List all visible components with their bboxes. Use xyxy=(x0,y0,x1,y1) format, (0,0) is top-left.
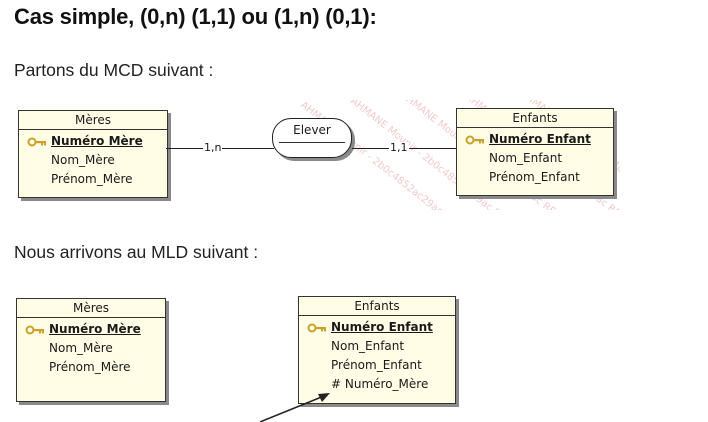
mcd-entity-enfants: Enfants Numéro Enfant Nom_Enfant Prénom_… xyxy=(456,108,614,196)
relation-divider xyxy=(279,142,345,143)
mld-meres-attr: Prénom_Mère xyxy=(49,360,131,374)
mcd-enfants-key: Numéro Enfant xyxy=(489,132,591,146)
mcd-enfants-attr: Nom_Enfant xyxy=(489,151,563,165)
mcd-enfants-key-row: Numéro Enfant xyxy=(463,130,607,149)
mld-enfants-key-row: Numéro Enfant xyxy=(305,318,449,337)
mld-enfants-foreign-key: # Numéro_Mère xyxy=(331,377,429,391)
mcd-cardinality-right: 1,1 xyxy=(389,141,409,154)
mld-intro-text: Nous arrivons au MLD suivant : xyxy=(14,242,259,262)
mld-entity-meres-name: Mères xyxy=(17,299,165,318)
mcd-entity-meres: Mères Numéro Mère Nom_Mère Prénom_Mère xyxy=(18,110,168,198)
key-icon xyxy=(307,323,326,333)
mld-meres-key: Numéro Mère xyxy=(49,322,141,336)
mld-enfants-key: Numéro Enfant xyxy=(331,320,433,334)
intro-text: Partons du MCD suivant : xyxy=(14,60,214,80)
mcd-entity-meres-name: Mères xyxy=(19,111,167,130)
key-icon xyxy=(27,137,46,147)
mld-meres-attr: Nom_Mère xyxy=(49,341,113,355)
mld-entity-enfants-name: Enfants xyxy=(299,297,455,316)
mld-meres-key-row: Numéro Mère xyxy=(23,320,159,339)
mcd-meres-attr: Nom_Mère xyxy=(51,153,115,167)
mcd-relation-elever: Elever xyxy=(272,118,352,158)
mld-entity-enfants: Enfants Numéro Enfant Nom_Enfant Prénom_… xyxy=(298,296,456,404)
mcd-cardinality-left: 1,n xyxy=(203,141,223,154)
mld-entity-meres: Mères Numéro Mère Nom_Mère Prénom_Mère xyxy=(16,298,166,402)
mcd-meres-attr: Prénom_Mère xyxy=(51,172,133,186)
mcd-entity-enfants-name: Enfants xyxy=(457,109,613,128)
mcd-relation-name: Elever xyxy=(293,123,331,137)
mcd-meres-key-row: Numéro Mère xyxy=(25,132,161,151)
page-title: Cas simple, (0,n) (1,1) ou (1,n) (0,1): xyxy=(14,4,377,29)
mld-enfants-attr: Prénom_Enfant xyxy=(331,358,422,372)
mcd-enfants-attr: Prénom_Enfant xyxy=(489,170,580,184)
mcd-meres-key: Numéro Mère xyxy=(51,134,143,148)
key-icon xyxy=(25,325,44,335)
mld-enfants-attr: Nom_Enfant xyxy=(331,339,405,353)
foreign-key-arrow xyxy=(259,393,330,422)
key-icon xyxy=(465,135,484,145)
